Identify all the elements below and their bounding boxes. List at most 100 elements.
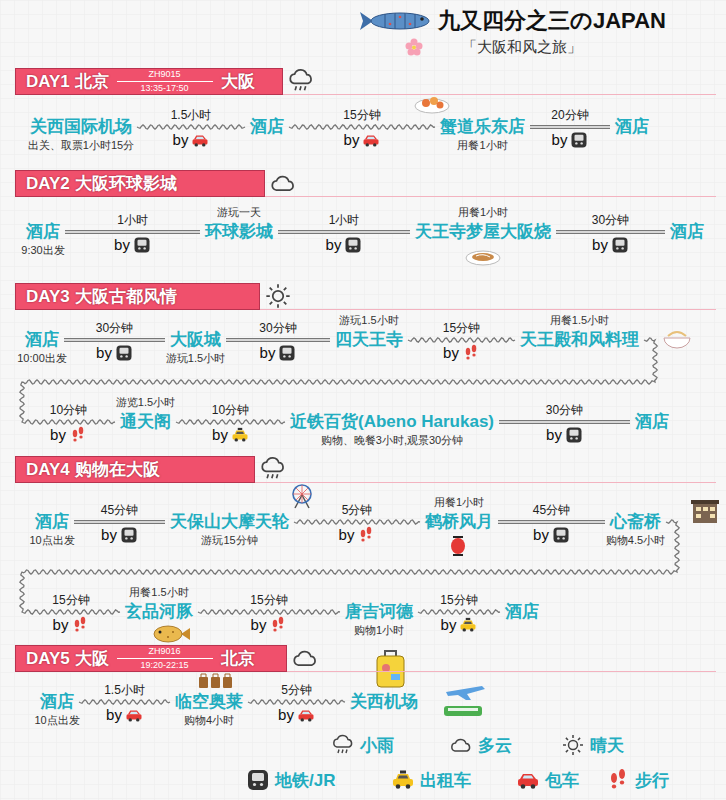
place-name: 天保山大摩天轮 <box>170 511 289 533</box>
fugu-icon <box>154 626 190 642</box>
connector-group <box>530 127 610 128</box>
wavy-connector <box>289 125 435 129</box>
legend-icon <box>245 768 271 792</box>
transport-note: by <box>251 616 288 634</box>
transport-icon <box>278 344 296 362</box>
place-node: 酒店9:30出发 <box>26 221 60 243</box>
transport-icon <box>69 426 87 444</box>
rail-connector <box>65 230 200 234</box>
travel-time: 30分钟 <box>96 321 133 335</box>
transport-note: by <box>326 236 363 254</box>
transport-icon <box>552 526 570 544</box>
by-label: by <box>339 526 355 544</box>
flight-info: ZH901513:35-17:50 <box>117 70 213 94</box>
banner-text: DAY1 北京 <box>26 70 109 93</box>
travel-time: 1.5小时 <box>171 108 212 122</box>
place-node: 天王寺梦屋大阪烧用餐1小时 <box>415 221 551 243</box>
ferris-wheel-icon <box>293 485 311 508</box>
connector-group <box>176 420 285 424</box>
flight-time: 19:20-22:15 <box>141 659 189 671</box>
rail-connector <box>74 520 165 524</box>
by-label: by <box>114 236 130 254</box>
place-note: 游览1.5小时 <box>116 396 175 410</box>
place-node: 酒店 <box>505 601 539 623</box>
place-name: 天王殿和风料理 <box>520 329 639 351</box>
travel-time: 15分钟 <box>443 321 480 335</box>
place-note: 用餐1.5小时 <box>129 586 188 600</box>
legend-item: 地铁/JR <box>245 768 335 792</box>
plane-icon <box>446 686 485 700</box>
place-node: 环球影城游玩一天 <box>205 221 273 243</box>
place-node: 临空奥莱购物4小时 <box>175 691 243 713</box>
rail-connector <box>64 338 165 342</box>
place-name: 酒店 <box>635 411 669 433</box>
place-node: 酒店 <box>250 116 284 138</box>
place-name: 大阪城 <box>170 329 221 351</box>
by-label: by <box>441 616 457 634</box>
place-note: 游玩一天 <box>217 206 261 220</box>
place-name: 酒店 <box>26 221 60 243</box>
wavy-connector <box>408 338 515 342</box>
transport-note: by <box>173 131 210 149</box>
legend-item: 出租车 <box>390 768 471 792</box>
transport-icon <box>133 236 151 254</box>
travel-time: 30分钟 <box>546 403 583 417</box>
flight-number: ZH9015 <box>117 70 213 82</box>
connector-group <box>556 232 665 233</box>
shopping-bag-icon <box>199 674 232 688</box>
by-label: by <box>106 706 122 724</box>
day-banner: DAY3 大阪古都风情 <box>15 283 260 310</box>
legend-text: 步行 <box>635 769 669 792</box>
by-label: by <box>443 344 459 362</box>
legend-item: 小雨 <box>330 733 394 757</box>
transport-note: by <box>344 131 381 149</box>
wavy-connector <box>137 125 245 129</box>
banner-text: DAY2 大阪环球影城 <box>26 172 177 195</box>
place-name: 环球影城 <box>205 221 273 243</box>
rail-connector <box>278 230 410 234</box>
flight-time: 13:35-17:50 <box>141 82 189 94</box>
banner-rule <box>283 94 716 95</box>
transport-icon <box>120 526 138 544</box>
rail-gap <box>498 521 605 523</box>
place-name: 酒店 <box>35 511 69 533</box>
flight-number: ZH9016 <box>117 647 213 659</box>
travel-time: 1小时 <box>117 213 148 227</box>
connector-group <box>20 338 657 424</box>
flower-icon <box>406 39 423 56</box>
noodle-bowl-icon <box>664 332 690 348</box>
legend-text: 包车 <box>545 769 579 792</box>
travel-time: 20分钟 <box>551 108 588 122</box>
place-name: 通天阁 <box>120 411 171 433</box>
place-name: 酒店 <box>40 691 74 713</box>
legend-item: 包车 <box>515 768 579 792</box>
transport-icon <box>570 131 588 149</box>
connector-group <box>408 338 515 342</box>
transport-icon <box>344 236 362 254</box>
place-node: 酒店10点出发 <box>40 691 74 713</box>
transport-note: by <box>106 706 143 724</box>
legend-icon <box>560 733 586 757</box>
transport-note: by <box>101 526 138 544</box>
subtitle: 「大阪和风之旅」 <box>462 38 582 57</box>
place-node: 酒店10点出发 <box>35 511 69 533</box>
banner-text: DAY5 大阪 <box>26 647 109 670</box>
connector-group <box>418 610 500 614</box>
travel-time: 15分钟 <box>250 593 287 607</box>
day-banner: DAY5 大阪ZH901619:20-22:15北京 <box>15 645 287 672</box>
place-node: 唐吉诃德购物1小时 <box>345 601 413 623</box>
travel-time: 15分钟 <box>52 593 89 607</box>
legend-icon <box>605 768 631 792</box>
rail-connector <box>499 420 630 424</box>
transport-icon <box>459 616 477 634</box>
rail-gap <box>556 231 665 233</box>
suitcase-icon <box>377 651 404 687</box>
transport-note: by <box>260 344 297 362</box>
place-node: 鹤桥风月用餐1小时 <box>425 511 493 533</box>
transport-icon <box>362 131 380 149</box>
by-label: by <box>326 236 342 254</box>
place-name: 临空奥莱 <box>175 691 243 713</box>
legend-icon <box>448 733 474 757</box>
